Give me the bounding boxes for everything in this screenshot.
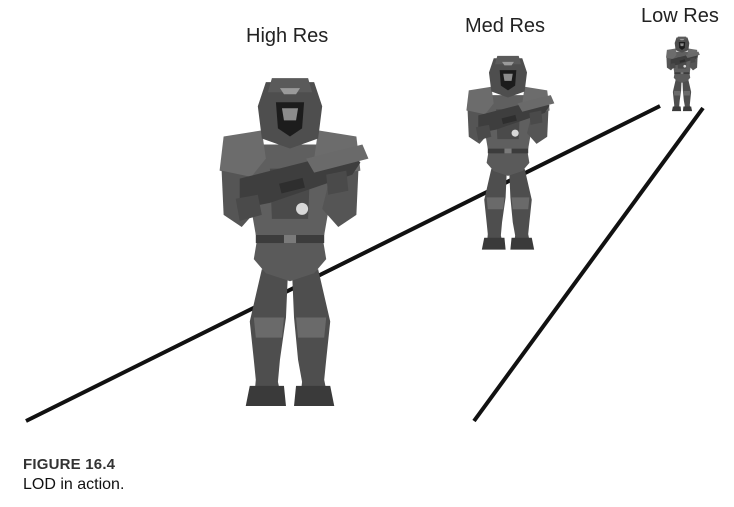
label-med-res: Med Res (465, 15, 546, 37)
lod-illustration (25, 36, 705, 423)
label-high-res: High Res (246, 25, 329, 47)
label-low-res: Low Res (641, 5, 719, 27)
figure-number: FIGURE 16.4 (23, 456, 116, 473)
perspective-line-right (472, 106, 705, 423)
figure-caption: FIGURE 16.4 LOD in action. (23, 456, 713, 496)
soldier-med-res (466, 55, 555, 250)
soldier-high-res (219, 78, 369, 406)
perspective-line-left (25, 104, 661, 423)
caption-text: LOD in action. (23, 476, 125, 493)
soldier-low-res (666, 36, 700, 112)
